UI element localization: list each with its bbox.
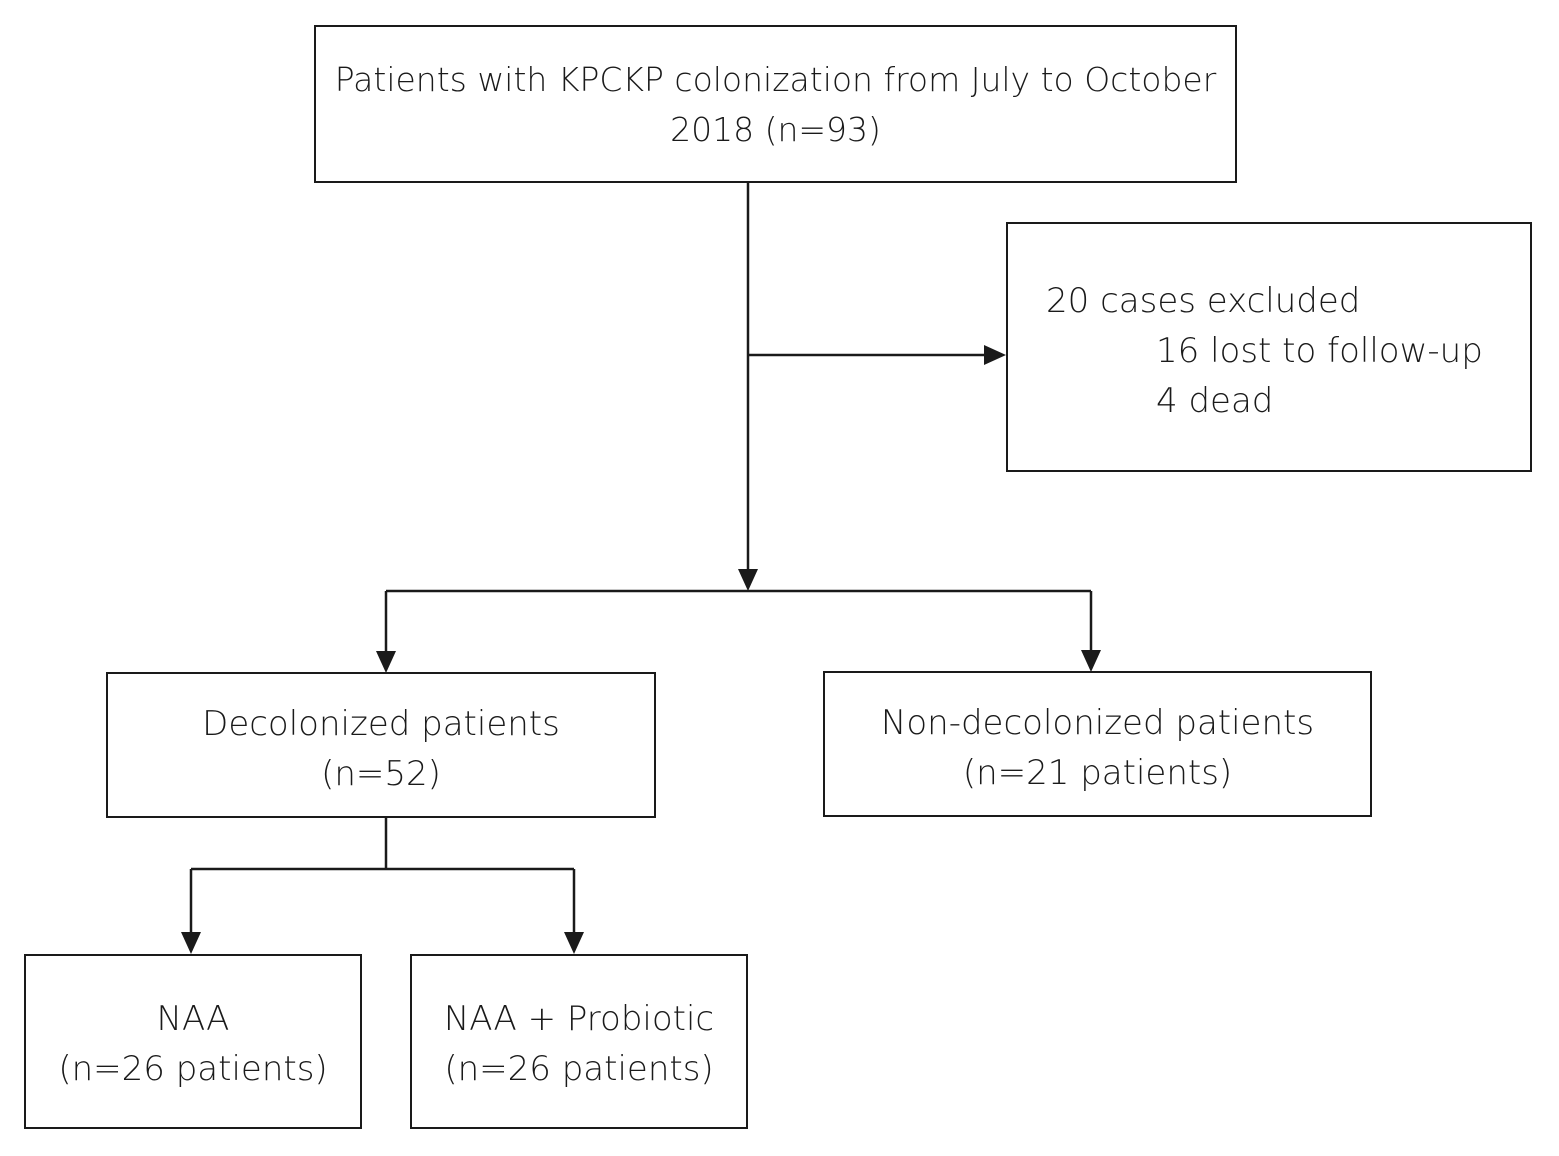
box-excluded-line1: 20 cases excluded <box>1046 281 1361 321</box>
box-excluded: 20 cases excluded 16 lost to follow-up 4… <box>1006 222 1532 472</box>
box-naa: NAA (n=26 patients) <box>24 954 362 1129</box>
box-all-patients-line1: Patients with KPCKP colonization from Ju… <box>334 60 1217 99</box>
box-non-decolonized-line2: (n=21 patients) <box>962 753 1233 793</box>
box-decolonized: Decolonized patients (n=52) <box>106 672 656 818</box>
box-naa-line2: (n=26 patients) <box>58 1049 328 1089</box>
box-decolonized-line1: Decolonized patients <box>202 704 560 744</box>
arrowhead-non-decolonized <box>1081 650 1101 672</box>
box-naa-probiotic: NAA + Probiotic (n=26 patients) <box>410 954 748 1129</box>
arrowhead-split <box>738 569 758 591</box>
box-all-patients-line2: 2018 (n=93) <box>670 110 881 149</box>
box-non-decolonized-line1: Non-decolonized patients <box>880 703 1315 743</box>
arrowhead-naa <box>181 932 201 954</box>
box-excluded-line3: 4 dead <box>1156 381 1274 421</box>
arrowhead-decolonized <box>376 651 396 673</box>
box-non-decolonized: Non-decolonized patients (n=21 patients) <box>823 671 1372 817</box>
box-decolonized-line2: (n=52) <box>321 754 441 794</box>
box-naa-probiotic-line2: (n=26 patients) <box>444 1049 714 1089</box>
arrowhead-naa-probiotic <box>564 932 584 954</box>
box-naa-line1: NAA <box>156 999 230 1039</box>
box-naa-probiotic-line1: NAA + Probiotic <box>443 999 715 1039</box>
arrowhead-excluded <box>984 345 1006 365</box>
box-all-patients: Patients with KPCKP colonization from Ju… <box>314 25 1237 183</box>
box-excluded-line2: 16 lost to follow-up <box>1156 331 1483 371</box>
